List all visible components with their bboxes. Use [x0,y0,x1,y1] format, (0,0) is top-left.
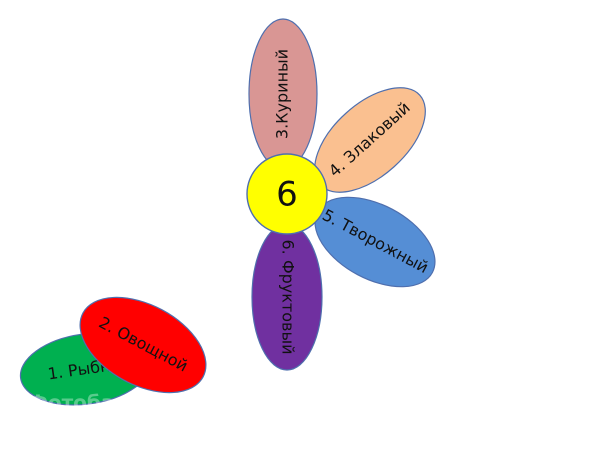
petal-label-kurinyj: 3.Куриный [273,49,292,139]
fallen-petal-ovoshchnoj: 2. Овощной [79,296,207,394]
center-label: 6 [276,175,298,215]
petal-label-fruktovyj: 6. Фруктовый [279,240,298,355]
flower-center: 6 [246,153,328,235]
petal-fruktovyj: 6. Фруктовый [251,223,323,371]
petal-kurinyj: 3.Куриный [248,18,318,170]
watermark: Фотобанк [28,391,142,415]
